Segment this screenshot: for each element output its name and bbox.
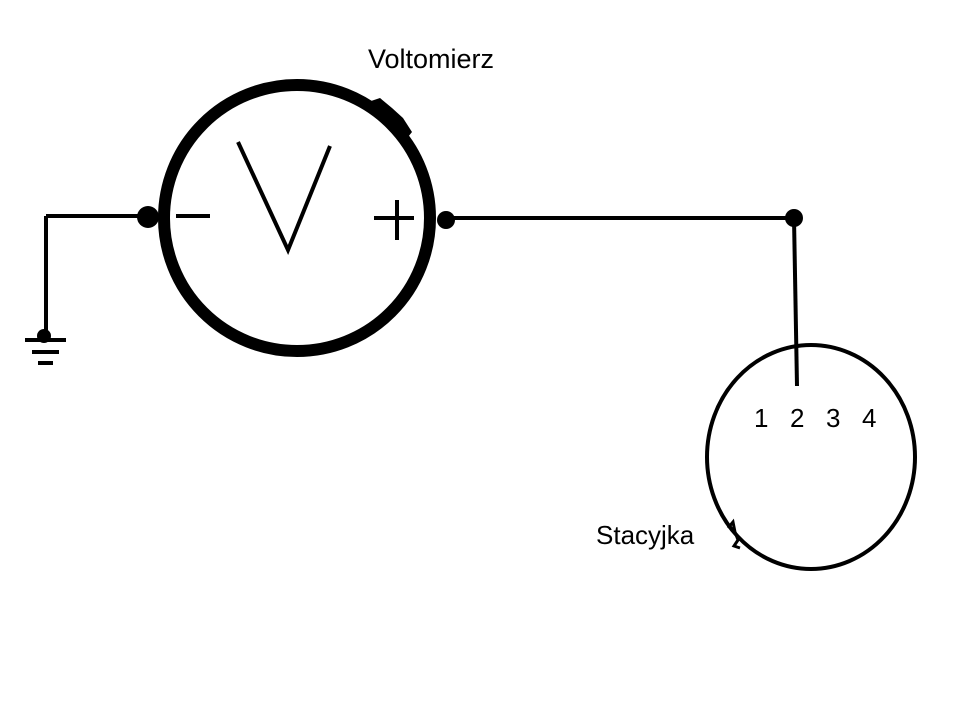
ignition-switch: [705, 343, 917, 571]
voltmeter-rim-smudge: [368, 98, 412, 142]
voltmeter: [137, 79, 455, 357]
terminal-2-label: 2: [790, 403, 805, 433]
terminal-1-label: 1: [754, 403, 769, 433]
voltmeter-label: Voltomierz: [368, 44, 495, 74]
switch-label: Stacyjka: [596, 520, 695, 550]
ground-icon: [25, 216, 66, 365]
voltmeter-v-symbol: [236, 141, 332, 256]
terminal-4-label: 4: [862, 403, 877, 433]
terminal-3-label: 3: [826, 403, 841, 433]
wire-junction-to-terminal-2: [792, 217, 799, 387]
voltmeter-minus-terminal: [137, 206, 159, 228]
ignition-switch-pointer: [726, 518, 741, 550]
ignition-switch-body: [705, 343, 917, 571]
voltmeter-body: [158, 79, 436, 357]
